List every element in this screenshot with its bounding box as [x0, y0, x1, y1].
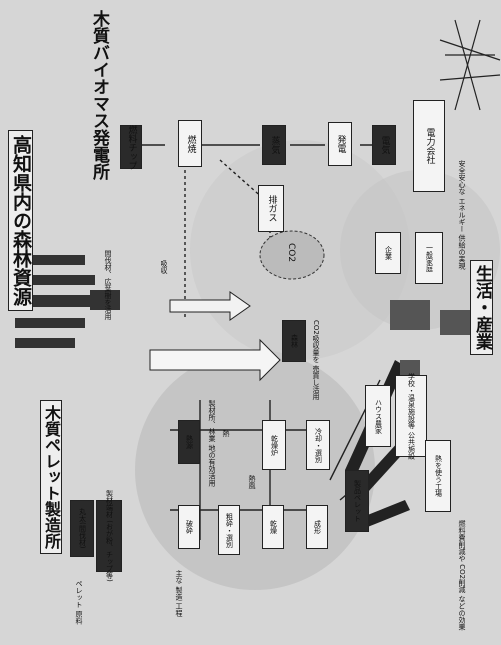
factory-box: 熱を使う工場: [425, 440, 451, 512]
exhaust-gas-box: 排ガス: [258, 185, 284, 232]
enterprise-box: 企業: [375, 232, 401, 274]
pellet-material-label: ペレット 原料: [75, 580, 83, 625]
forest-trees-icon: [15, 255, 120, 348]
wood-waste-box: 製材端材 (おが粉、チップ等): [96, 490, 122, 582]
generation-box: 発電: [328, 122, 352, 166]
ad-note: CO2吸収量を 売買し活用: [312, 320, 320, 401]
forest-note: 間伐材、広葉樹を活用: [104, 250, 112, 320]
steam-box: 蒸気: [262, 125, 286, 165]
product-box: 製品ペレット: [345, 470, 369, 532]
biomass-title: 木質バイオマス発電所: [89, 10, 109, 180]
safe-energy-note: 安全安心な エネルギー 供給の実現: [458, 160, 466, 270]
combustion-box: 燃焼: [178, 120, 202, 167]
forest-arrow: [149, 338, 281, 382]
raw-wood-box: 丸太(間伐材): [70, 500, 94, 557]
hotair-label: 熱風: [248, 475, 256, 489]
co2-label: CO2: [286, 243, 296, 263]
fuel-chip-box: 燃料チップ: [120, 125, 142, 170]
absorb-label: 吸収: [160, 260, 168, 274]
sawmill-note: 製材所、林業 地の有効活用: [208, 400, 216, 487]
pellet-title: 木質ペレット製造所: [40, 400, 62, 554]
life-title: 生活・産業: [470, 260, 493, 355]
heat-source-box: 熱源: [178, 420, 200, 464]
co2-cloud: [259, 230, 325, 280]
boiler-box: 乾燥炉: [262, 420, 286, 470]
greenhouse-box: ハウス農家: [365, 385, 391, 447]
forest-title: 高知県内の森林資源: [8, 130, 33, 311]
school-box: 学校・温泉施設等 公共施設: [395, 373, 427, 459]
users-note: 燃料費削減や CO2削減 などの効果: [458, 520, 466, 631]
cultivation-box: 森林: [282, 320, 306, 362]
drying-box: 乾燥: [262, 505, 284, 549]
heat-label: 熱: [222, 430, 230, 437]
grinding-box: 破砕: [178, 505, 200, 549]
users-icons: [390, 300, 470, 380]
absorb-arrow: [169, 291, 251, 321]
power-pylon-icon: [439, 19, 501, 111]
household-box: 一般家庭: [415, 232, 443, 284]
pellet-cycle-circle: [135, 350, 375, 590]
molding-box: 成形: [306, 505, 328, 549]
main-process-label: 主な 製造 工程: [175, 570, 183, 617]
power-company-box: 電力会社: [413, 100, 445, 192]
coarse-box: 粗砕・選別: [218, 505, 240, 555]
cool-box: 冷却・選別: [306, 420, 330, 470]
electricity-box: 電気: [372, 125, 396, 165]
